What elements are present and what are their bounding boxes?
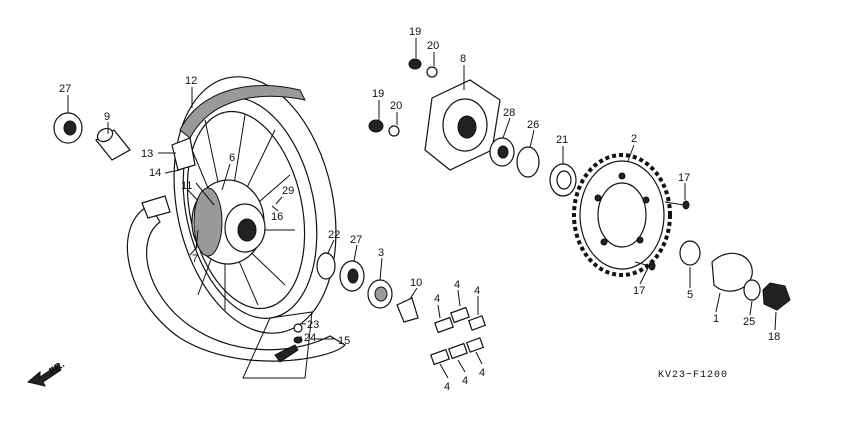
callout-25: 25 [743,316,755,328]
callout-4-d: 4 [444,381,450,393]
callout-21: 21 [556,134,568,146]
rear-wheel [173,76,337,334]
callout-13: 13 [141,148,153,160]
damper-rubbers [430,306,487,366]
callout-4-e: 4 [462,375,468,387]
callout-6: 6 [229,152,235,164]
sprocket-bolts [634,200,690,271]
callout-28: 28 [503,107,515,119]
callout-19-top: 19 [409,26,421,38]
callout-10: 10 [410,277,422,289]
callout-labels: 27 9 12 13 14 11 6 29 16 7 19 20 19 20 8… [59,26,780,393]
hub-bearing [489,137,515,167]
circlip [516,146,540,178]
callout-24: 24 [304,332,316,344]
callout-29: 29 [282,185,294,197]
callout-27-left: 27 [59,83,71,95]
callout-4-b: 4 [474,285,480,297]
callout-17-top: 17 [678,172,690,184]
callout-19-mid: 19 [372,88,384,100]
front-arrow: FR. [26,359,67,387]
hub-nuts [368,58,438,137]
oil-seal [549,163,577,197]
callout-20-top: 20 [427,40,439,52]
callout-23: 23 [307,319,319,331]
callout-5: 5 [687,289,693,301]
callout-9: 9 [104,111,110,123]
callout-12: 12 [185,75,197,87]
driven-sprocket [572,153,672,277]
axle-parts-right [679,240,791,311]
callout-1: 1 [713,313,719,325]
callout-2: 2 [631,133,637,145]
bearing-left [53,112,83,144]
valve-kit [242,311,313,379]
callout-17-bottom: 17 [633,285,645,297]
leader-lines [67,38,777,379]
callout-14: 14 [149,167,161,179]
inner-tube [126,195,346,362]
callout-4-a: 4 [454,279,460,291]
callout-26: 26 [527,119,539,131]
callout-4-c: 4 [434,293,440,305]
callout-20-mid: 20 [390,100,402,112]
rim-band [171,137,196,171]
callout-4-f: 4 [479,367,485,379]
callout-15: 15 [338,335,350,347]
callout-7: 7 [192,253,198,265]
callout-3: 3 [378,247,384,259]
callout-8: 8 [460,53,466,65]
callout-11: 11 [181,180,192,192]
callout-27-right: 27 [350,234,362,246]
figure-code: KV23−F1200 [658,370,728,381]
callout-22: 22 [328,229,340,241]
collar-left [95,127,131,161]
callout-16: 16 [271,211,283,223]
sprocket-hub [424,79,501,171]
axle-parts-left [316,252,419,323]
callout-18: 18 [768,331,780,343]
